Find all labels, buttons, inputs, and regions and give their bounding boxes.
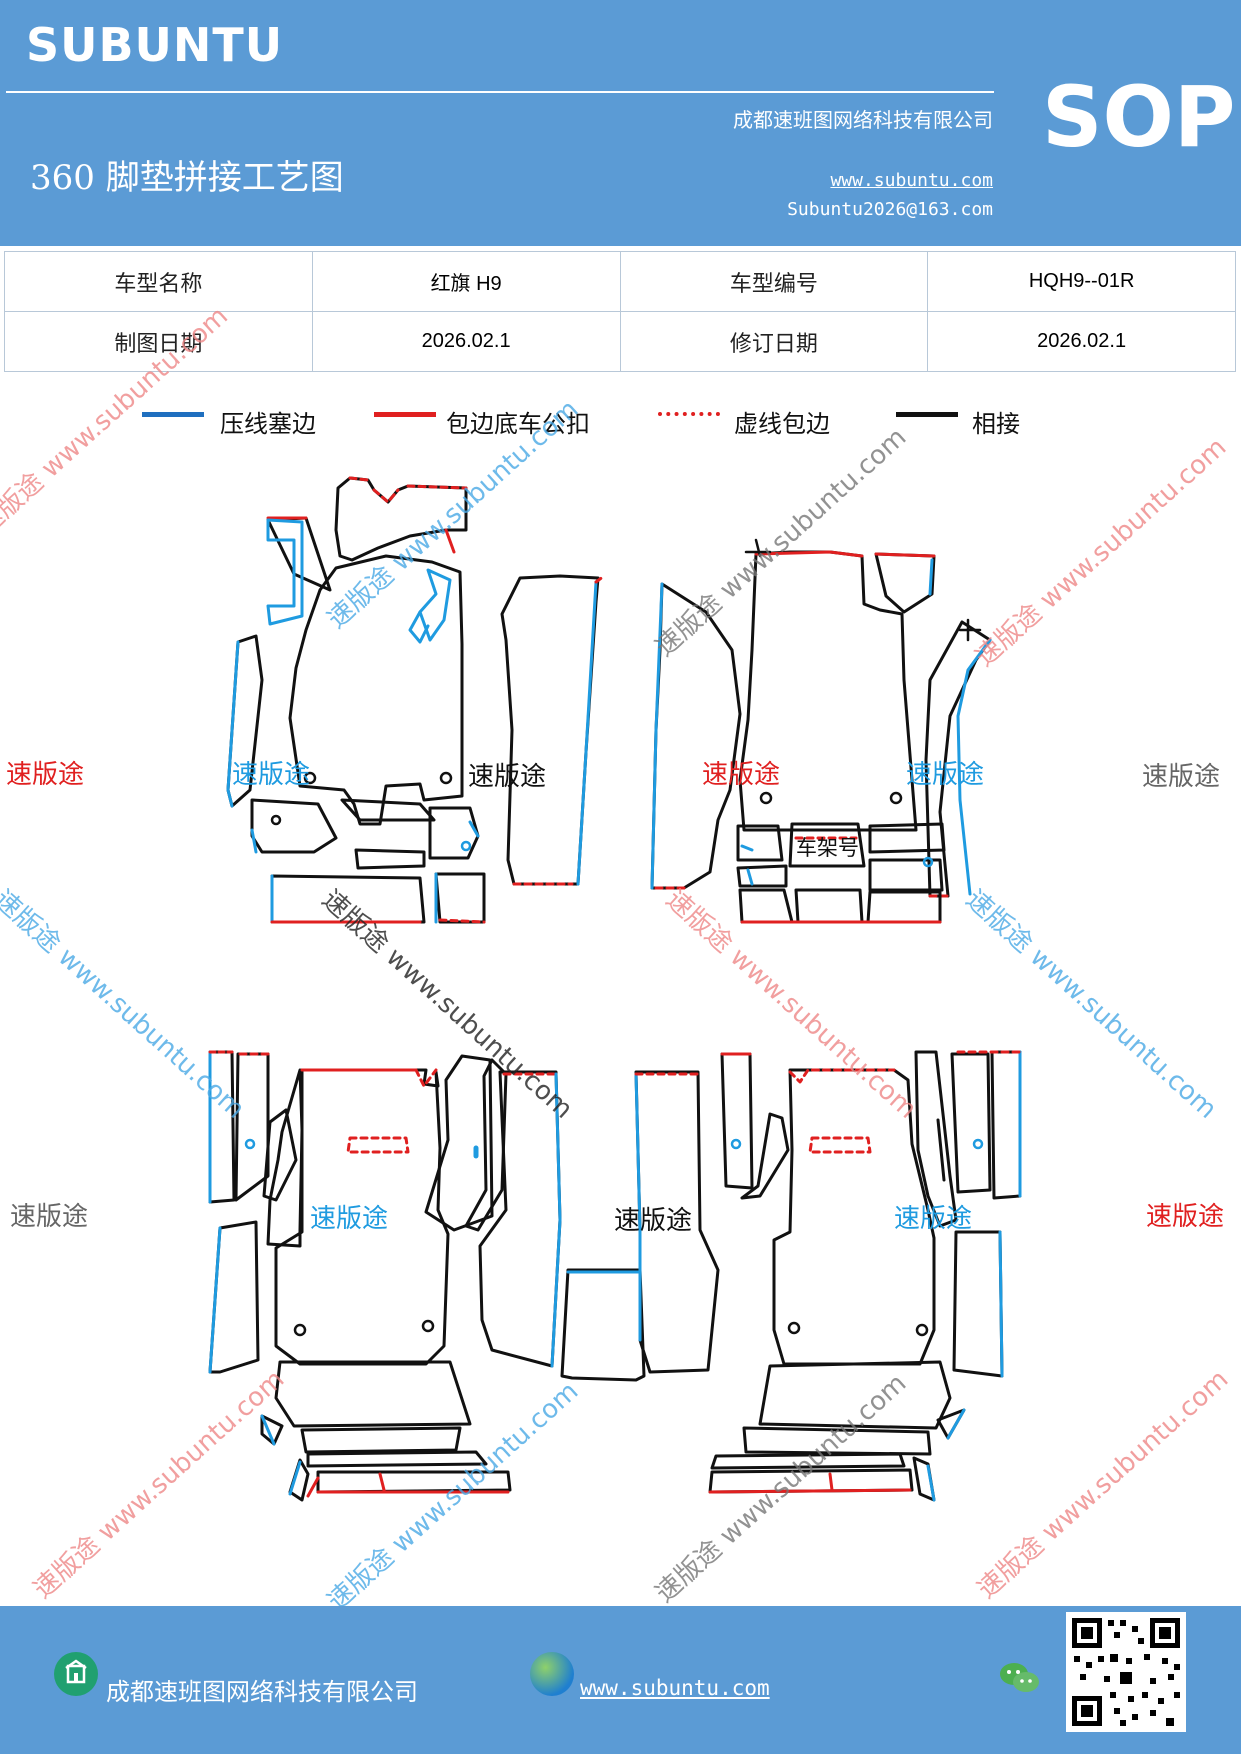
legend-label: 压线塞边 [220, 410, 316, 438]
legend-swatch [142, 412, 204, 417]
table-row: 制图日期 2026.02.1 修订日期 2026.02.1 [4, 311, 1236, 372]
legend-swatch [658, 412, 720, 416]
legend-label: 包边底车公扣 [446, 410, 590, 438]
model-name-label: 车型名称 [4, 251, 313, 312]
header-url-link[interactable]: www.subuntu.com [830, 170, 993, 191]
frame-number-label: 车架号 [796, 836, 859, 860]
header-email[interactable]: Subuntu2026@163.com [787, 199, 993, 220]
model-name-value: 红旗 H9 [311, 251, 621, 312]
watermark-text: 速版途 [1142, 762, 1221, 792]
watermark-text: 速版途 [614, 1206, 693, 1236]
model-code-label: 车型编号 [619, 251, 929, 312]
revision-date-label: 修订日期 [619, 311, 929, 372]
legend-label: 虚线包边 [734, 410, 830, 438]
legend-swatch [896, 412, 958, 417]
sop-badge: SOP [1042, 68, 1236, 166]
revision-date-value: 2026.02.1 [927, 311, 1236, 372]
header-divider [6, 91, 994, 93]
mat-pieces-svg [208, 476, 1022, 1502]
mat-group-bottom-left [208, 1050, 646, 1502]
page-title: 360 脚垫拼接工艺图 [30, 158, 344, 198]
header-banner: SUBUNTU 成都速班图网络科技有限公司 360 脚垫拼接工艺图 www.su… [0, 0, 1241, 246]
watermark-text: 速版途 [6, 760, 85, 790]
legend-label: 相接 [972, 410, 1020, 438]
watermark-text: 速版途 [702, 760, 781, 790]
mat-group-top-left [226, 476, 606, 924]
watermark-text: 速版途 [10, 1202, 89, 1232]
wechat-icon[interactable] [996, 1656, 1040, 1700]
footer-url-link[interactable]: www.subuntu.com [580, 1676, 770, 1700]
floor-mat-diagram: 车架号 速版途 速版途 速版途 速版途 速版途 速版途 速版途 速版途 速版途 … [0, 301, 1241, 1617]
watermark-text: 速版途 [906, 760, 985, 790]
footer-company: 成都速班图网络科技有限公司 [106, 1678, 418, 1706]
building-icon [54, 1652, 98, 1696]
watermark-text: 速版途 [894, 1204, 973, 1234]
mat-group-bottom-right [634, 1050, 1022, 1502]
table-row: 车型名称 红旗 H9 车型编号 HQH9--01R [4, 251, 1236, 312]
qr-code[interactable] [1066, 1612, 1186, 1732]
watermark-text: 速版途 [310, 1204, 389, 1234]
vehicle-info-table: 车型名称 红旗 H9 车型编号 HQH9--01R 制图日期 2026.02.1… [4, 251, 1236, 372]
brand-logo: SUBUNTU [26, 18, 284, 72]
footer-banner: 成都速班图网络科技有限公司 www.subuntu.com [0, 1606, 1241, 1754]
model-code-value: HQH9--01R [927, 251, 1236, 312]
globe-icon [530, 1652, 574, 1696]
watermark-text: 速版途 [468, 762, 547, 792]
draw-date-label: 制图日期 [4, 311, 313, 372]
legend: 压线塞边 包边底车公扣 虚线包边 相接 [0, 396, 1241, 438]
watermark-text: 速版途 [232, 760, 311, 790]
draw-date-value: 2026.02.1 [311, 311, 621, 372]
legend-swatch [374, 412, 436, 417]
watermark-text: 速版途 [1146, 1202, 1225, 1232]
header-company: 成都速班图网络科技有限公司 [733, 108, 993, 132]
mat-group-top-right [650, 538, 992, 924]
